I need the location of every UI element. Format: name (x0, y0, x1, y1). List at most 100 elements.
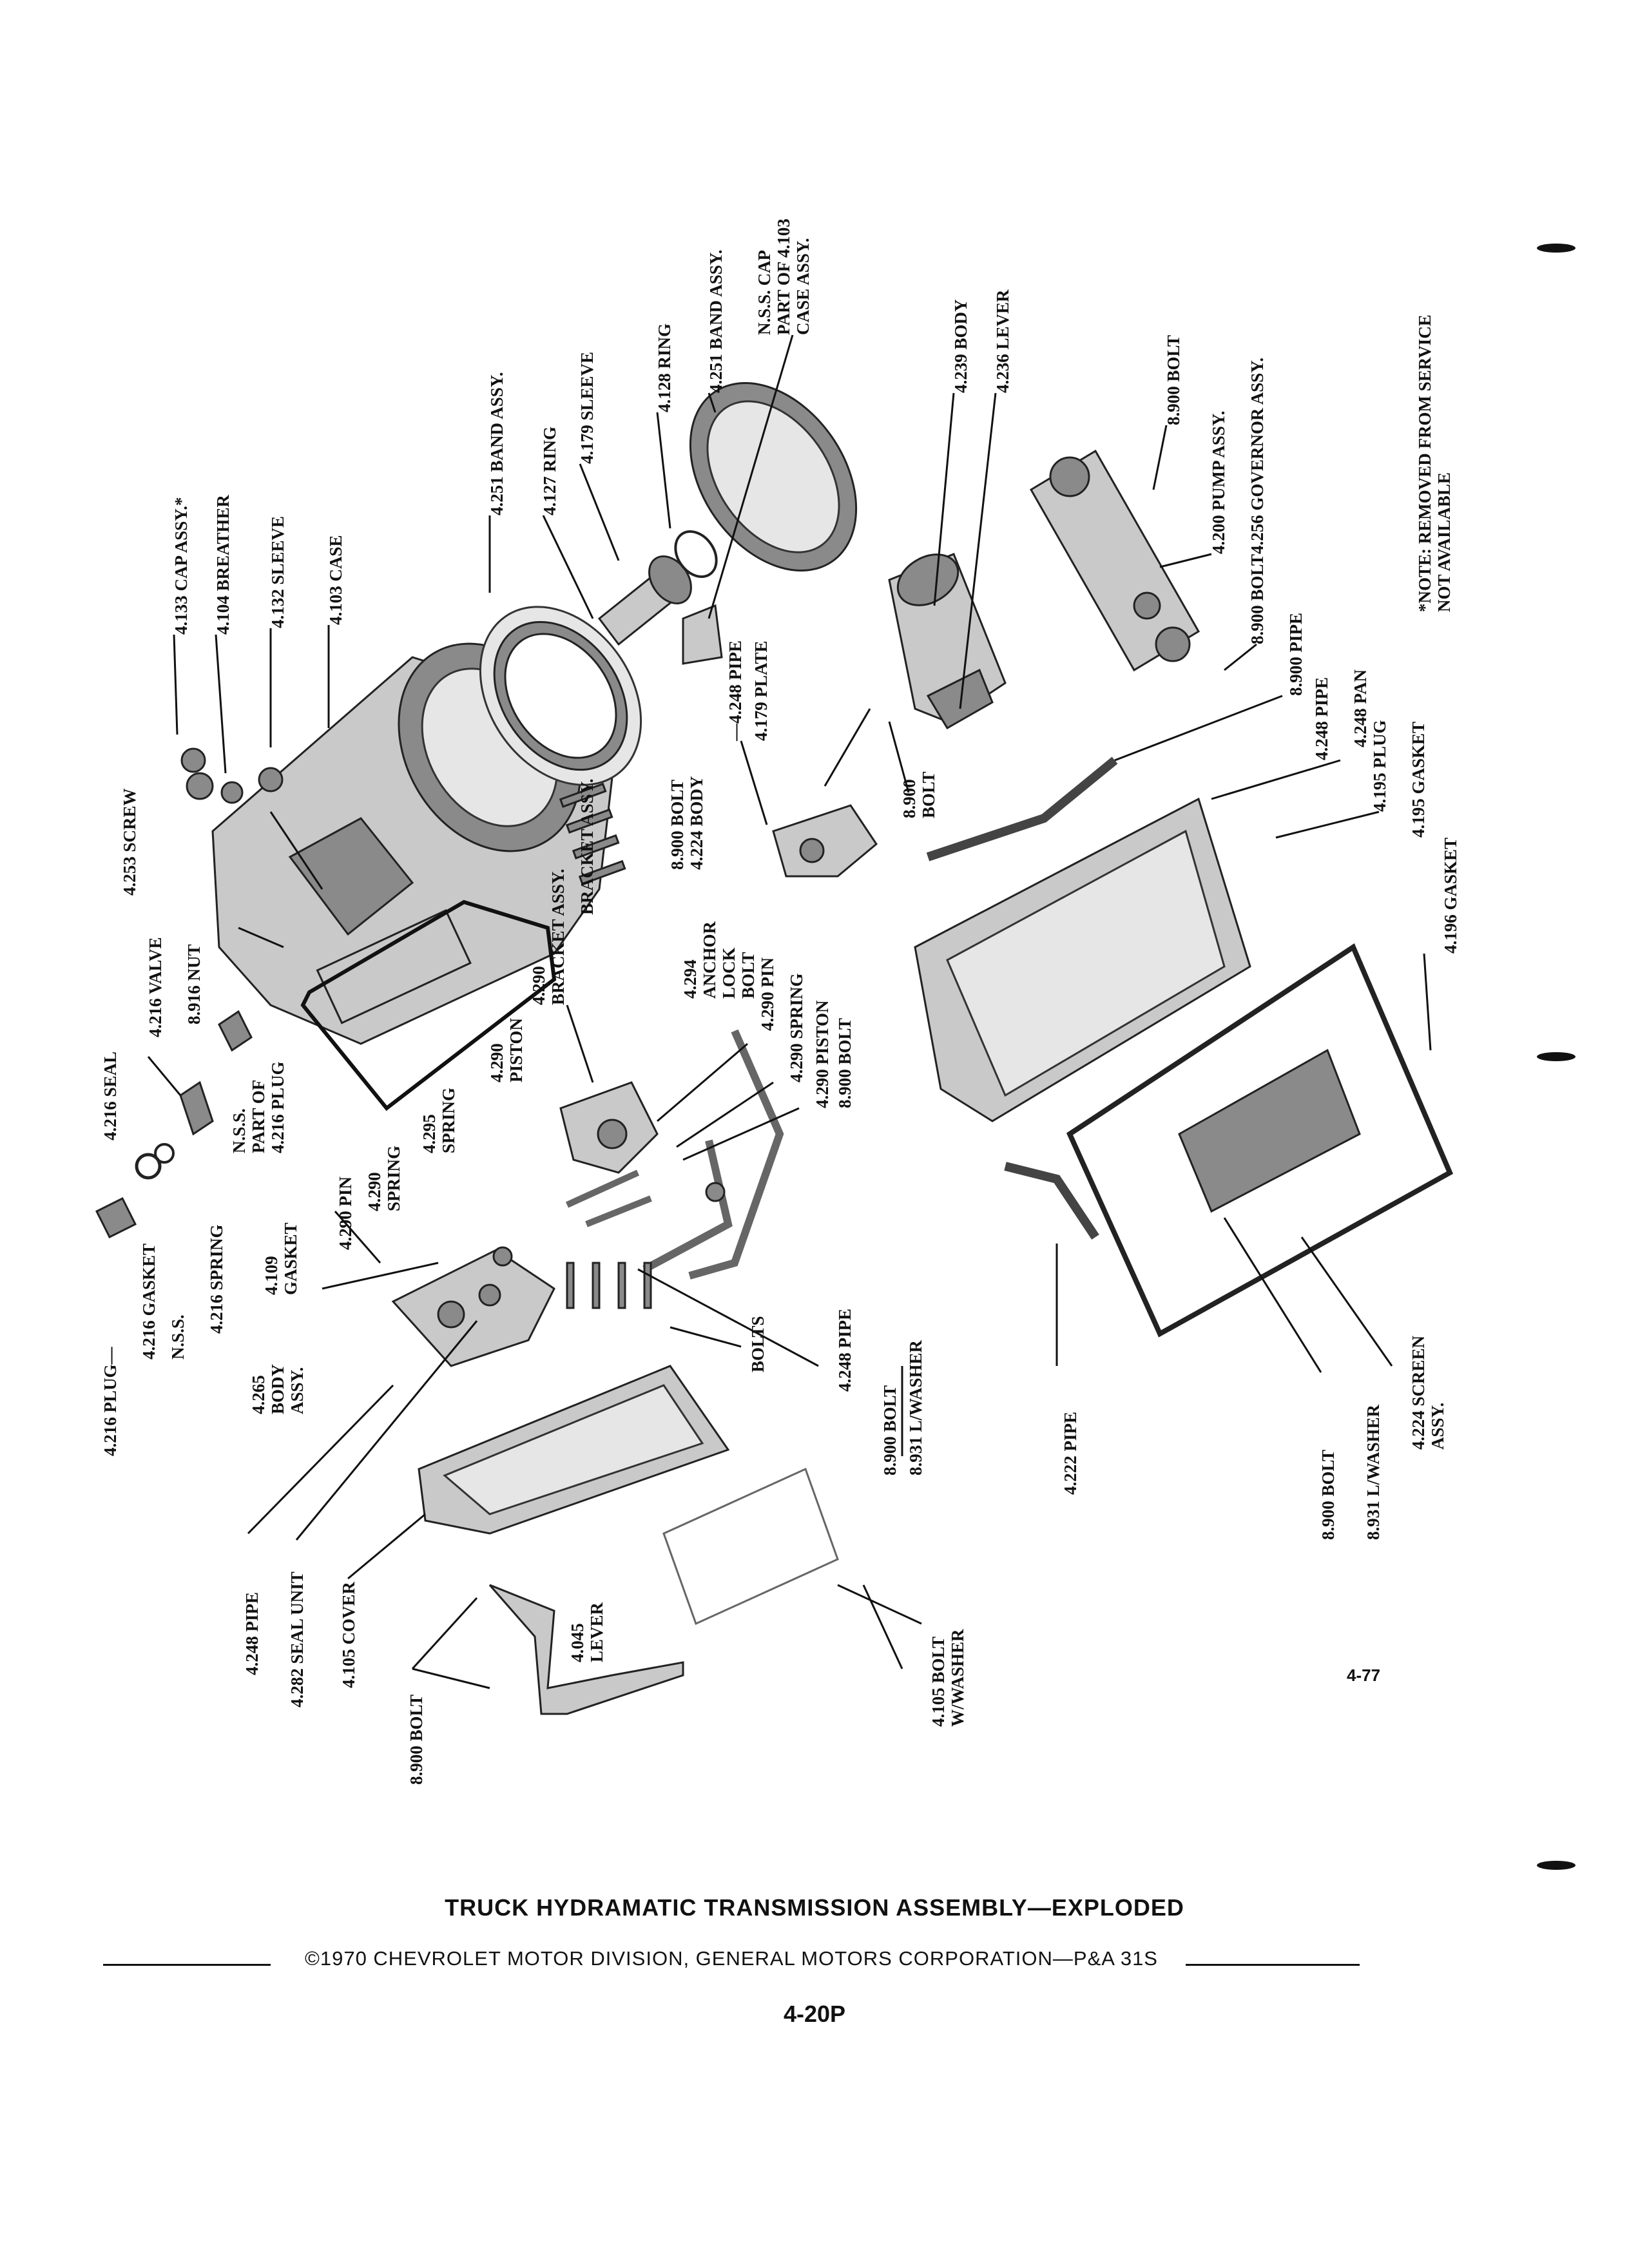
label-gasket-4-216: 4.216 GASKET (139, 1244, 159, 1360)
label-screen-assy-word: ASSY. (1428, 1403, 1447, 1450)
label-screw: 4.253 SCREW (120, 788, 139, 896)
servo-body-drawing (888, 553, 1007, 730)
margin-mark-top (1537, 244, 1576, 253)
valve-body-drawing (772, 804, 878, 878)
label-assy: ASSY. (287, 1367, 307, 1414)
label-spring-4-295-word: SPRING (439, 1088, 458, 1153)
cover-drawing (418, 1365, 730, 1535)
label-piston-left: PISTON (506, 1017, 526, 1082)
label-bolt-governor: 8.900 BOLT (1248, 554, 1267, 644)
label-bolt-mid: BOLT (919, 771, 938, 818)
cover-gasket-drawing (662, 1467, 839, 1626)
label-band-assy-front: 4.251 BAND ASSY. (487, 372, 506, 515)
label-pump-assy: 4.200 PUMP ASSY. (1209, 410, 1228, 554)
label-governor-assy: 4.256 GOVERNOR ASSY. (1248, 358, 1267, 554)
label-bolt-anchor: BOLT (738, 952, 758, 999)
label-bolt-bracket: 8.900 BOLT (668, 780, 687, 870)
label-gasket-4-109-word: GASKET (281, 1222, 300, 1295)
label-nss-cap: N.S.S. CAP (755, 250, 774, 335)
label-lever: LEVER (587, 1602, 606, 1662)
label-sleeve-4-132: 4.132 SLEEVE (268, 516, 287, 628)
label-nut: 8.916 NUT (184, 944, 204, 1024)
label-spring-left: SPRING (384, 1146, 403, 1211)
label-bolt-washer-4-105: 4.105 BOLT (929, 1637, 948, 1727)
label-pin-4-290-left: 4.290 PIN (336, 1177, 355, 1251)
label-piston-4-290-left: 4.290 (487, 1043, 506, 1082)
leader-lines (147, 334, 1432, 1689)
label-bolt-piston: 8.900 BOLT (835, 1018, 854, 1108)
label-body-4-224: 4.224 BODY (687, 776, 706, 870)
label-pipe-4-248-right: 4.248 PIPE (1312, 677, 1331, 760)
bolts-drawing (95, 772, 726, 1309)
label-seal-4-216: 4.216 SEAL (101, 1052, 120, 1140)
label-w-washer: W/WASHER (948, 1629, 967, 1727)
label-lever-4-236: 4.236 LEVER (993, 289, 1012, 393)
label-bolt-8-900-lower: 8.900 BOLT (880, 1385, 900, 1475)
label-body-4-239: 4.239 BODY (951, 299, 970, 393)
label-screen-assy: 4.224 SCREEN (1409, 1335, 1428, 1450)
label-bolts: BOLTS (748, 1316, 767, 1372)
callout-labels: 4.133 CAP ASSY.* 4.104 BREATHER 4.132 SL… (101, 218, 1460, 1785)
label-spring-4-216: 4.216 SPRING (207, 1224, 226, 1334)
label-body-assy-4-265: 4.265 (249, 1375, 268, 1414)
label-plug-4-216: 4.216 PLUG— (101, 1346, 120, 1456)
label-bolt-8-900-mid: 8.900 (900, 779, 919, 818)
label-cover: 4.105 COVER (339, 1581, 358, 1688)
lever-drawing (488, 1584, 684, 1715)
band-assy-front-drawing (479, 606, 642, 786)
label-gasket-4-196: 4.196 GASKET (1441, 838, 1460, 954)
label-plug-4-195: 4.195 PLUG (1370, 720, 1389, 812)
label-lever-4-045: 4.045 (568, 1623, 587, 1662)
note-removed-from-service: *NOTE: REMOVED FROM SERVICE (1415, 314, 1434, 612)
oil-pan-drawing (914, 797, 1251, 1122)
lower-valve-body-drawing (391, 1249, 555, 1367)
label-part-of: PART OF (249, 1080, 268, 1153)
label-case-assy: CASE ASSY. (793, 238, 813, 335)
label-cap-assy: 4.133 CAP ASSY.* (171, 497, 191, 635)
plate-number: 4-20P (783, 2001, 846, 2027)
label-anchor: ANCHOR (700, 921, 719, 999)
label-part-of-4-103: PART OF 4.103 (774, 218, 793, 335)
label-band-assy-rear: 4.251 BAND ASSY. (706, 249, 726, 393)
credit-line: ©1970 CHEVROLET MOTOR DIVISION, GENERAL … (103, 1947, 1360, 1979)
figure-caption: TRUCK HYDRAMATIC TRANSMISSION ASSEMBLY—E… (445, 1894, 1184, 1921)
label-pipe-4-248-bottom: 4.248 PIPE (242, 1592, 262, 1675)
label-plate: 4.179 PLATE (751, 640, 771, 741)
credit-rule-right (1186, 1964, 1360, 1966)
label-bracket-assy-upper: BRACKET ASSY. (577, 778, 597, 915)
label-gasket-4-195: 4.195 GASKET (1409, 722, 1428, 838)
label-valve: 4.216 VALVE (146, 937, 165, 1037)
label-anchor-4-294: 4.294 (680, 959, 700, 999)
label-nss: N.S.S. (168, 1314, 188, 1360)
label-ring-4-127: 4.127 RING (540, 427, 559, 515)
case-gasket-drawing (300, 899, 557, 1111)
label-lock: LOCK (719, 947, 738, 999)
copyright-text: ©1970 CHEVROLET MOTOR DIVISION, GENERAL … (301, 1947, 1162, 1970)
pan-gasket-drawing (1066, 943, 1454, 1338)
label-piston-4-290-right: 4.290 PISTON (813, 1000, 832, 1108)
credit-rule-left (103, 1964, 271, 1966)
note-not-available: NOT AVAILABLE (1434, 472, 1454, 612)
label-gasket-4-109: 4.109 (262, 1256, 281, 1295)
page-number: 4-77 (1347, 1666, 1381, 1685)
label-bolt-upper-right: 8.900 BOLT (1164, 335, 1183, 425)
label-body: BODY (268, 1364, 287, 1414)
label-pipe-8-900: 8.900 PIPE (1286, 613, 1306, 696)
label-plug-4-216-part: 4.216 PLUG (268, 1061, 287, 1153)
label-spring-4-295: 4.295 (419, 1114, 439, 1153)
label-pipe-4-248-lower: 4.248 PIPE (835, 1309, 854, 1392)
label-bolt-pan: 8.900 BOLT (1318, 1450, 1338, 1540)
label-spring-4-290-left: 4.290 (365, 1172, 384, 1211)
label-spring-4-290-right: 4.290 SPRING (787, 973, 806, 1082)
label-case: 4.103 CASE (326, 535, 345, 625)
label-pan: 4.248 PAN (1351, 669, 1370, 747)
label-bracket-4-290: 4.290 (529, 966, 548, 1005)
pipes-drawing (565, 756, 1118, 1280)
sleeve-drawing (597, 530, 718, 646)
label-pin-4-290-right: 4.290 PIN (758, 957, 777, 1032)
label-bolt-lever: 8.900 BOLT (407, 1695, 426, 1785)
label-sleeve-4-179: 4.179 SLEEVE (577, 352, 597, 464)
label-breather: 4.104 BREATHER (213, 494, 233, 635)
label-nss-part-of: N.S.S. (229, 1108, 249, 1153)
